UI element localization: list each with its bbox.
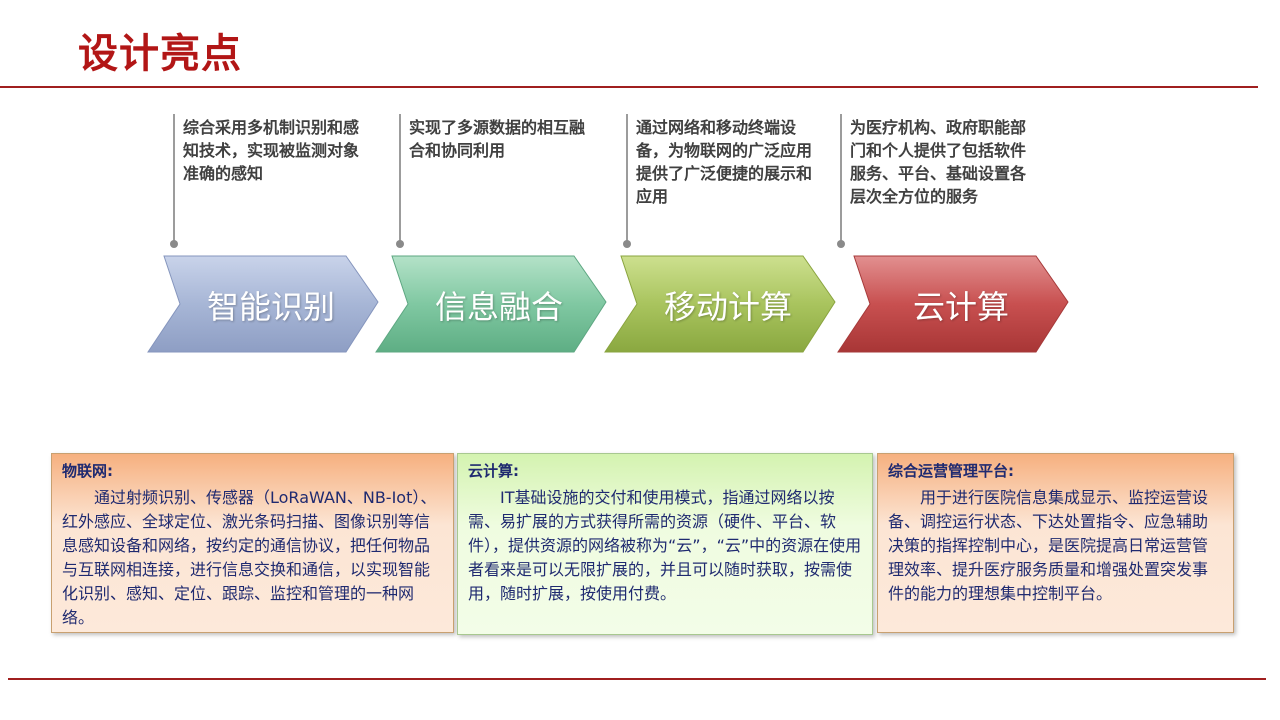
callout-dot [837,240,845,248]
iot-box: 物联网: 通过射频识别、传感器（LoRaWAN、NB-Iot）、红外感应、全球定… [51,453,454,633]
callout-2: 实现了多源数据的相互融合和协同利用 [396,114,599,250]
box-body: IT基础设施的交付和使用模式，指通过网络以按需、易扩展的方式获得所需的资源（硬件… [468,488,862,603]
chevron-info-fusion: 信息融合 [374,252,614,358]
callout-text: 通过网络和移动终端设备，为物联网的广泛应用提供了广泛便捷的展示和应用 [636,118,813,206]
chevron-shape [604,255,836,353]
box-body: 用于进行医院信息集成显示、监控运营设备、调控运行状态、下达处置指令、应急辅助决策… [888,488,1209,603]
chevron-label: 智能识别 [206,288,335,326]
page-title: 设计亮点 [78,31,242,77]
callout-dot [170,240,178,248]
box-heading: 综合运营管理平台: [888,462,1014,480]
box-heading: 物联网: [62,462,113,480]
callout-4: 为医疗机构、政府职能部门和个人提供了包括软件服务、平台、基础设置各层次全方位的服… [837,114,1040,250]
chevron-smart-recognition: 智能识别 [146,252,386,358]
callout-line [840,114,842,243]
chevron-shape [837,255,1069,353]
box-heading: 云计算: [468,462,519,480]
chevron-mobile-computing: 移动计算 [603,252,843,358]
callout-1: 综合采用多机制识别和感知技术，实现被监测对象准确的感知 [170,114,373,250]
ops-platform-box: 综合运营管理平台: 用于进行医院信息集成显示、监控运营设备、调控运行状态、下达处… [877,453,1234,633]
callout-text: 为医疗机构、政府职能部门和个人提供了包括软件服务、平台、基础设置各层次全方位的服… [850,118,1027,206]
chevron-label: 移动计算 [663,288,792,326]
footer-divider [8,678,1266,680]
callout-line [399,114,401,243]
box-body: 通过射频识别、传感器（LoRaWAN、NB-Iot）、红外感应、全球定位、激光条… [62,488,437,627]
callout-3: 通过网络和移动终端设备，为物联网的广泛应用提供了广泛便捷的展示和应用 [623,114,826,250]
chevron-shape [147,255,379,353]
chevron-cloud-computing: 云计算 [836,252,1076,358]
title-divider [0,86,1258,88]
chevron-shape [375,255,607,353]
chevron-label: 云计算 [912,288,1009,326]
callout-line [173,114,175,243]
callout-text: 实现了多源数据的相互融合和协同利用 [409,118,586,160]
chevron-label: 信息融合 [434,288,563,326]
callout-dot [396,240,404,248]
callout-text: 综合采用多机制识别和感知技术，实现被监测对象准确的感知 [183,118,360,183]
cloud-box: 云计算: IT基础设施的交付和使用模式，指通过网络以按需、易扩展的方式获得所需的… [457,453,873,635]
callout-dot [623,240,631,248]
callout-line [626,114,628,243]
